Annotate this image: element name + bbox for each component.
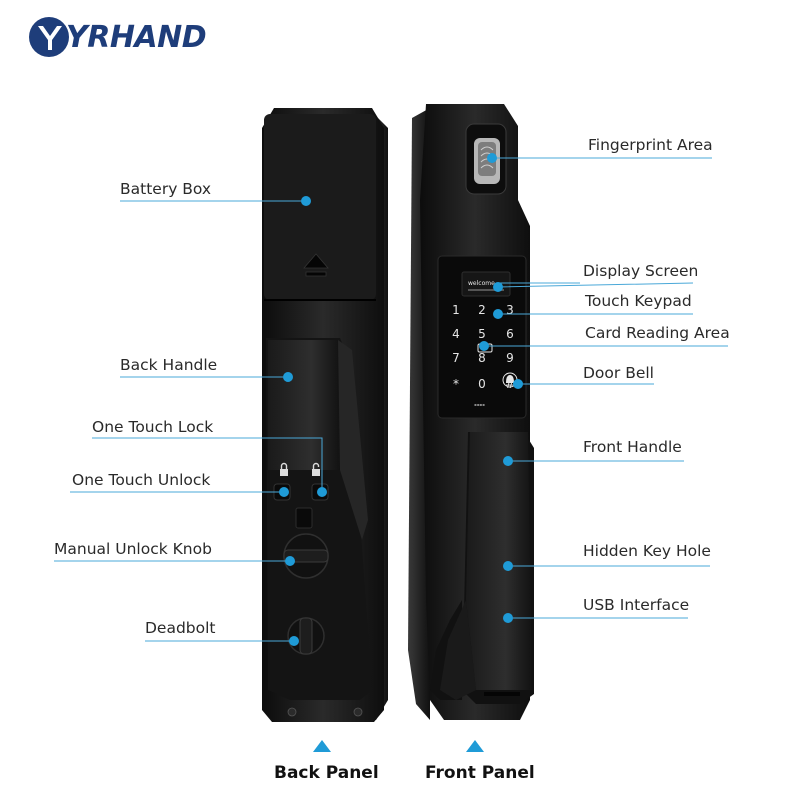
callout-hidden-key-hole: Hidden Key Hole (583, 542, 711, 560)
battery-eject-icon (303, 253, 329, 277)
fingerprint-sensor (474, 138, 500, 184)
callout-one-touch-lock: One Touch Lock (92, 418, 214, 436)
callout-dot (513, 379, 523, 389)
callout-door-bell: Door Bell (583, 364, 654, 382)
keypad-key: 9 (506, 351, 514, 365)
usb-slot (484, 692, 520, 696)
callout-dot (503, 456, 513, 466)
callout-deadbolt: Deadbolt (145, 619, 216, 637)
callout-dot (283, 372, 293, 382)
keypad-key: 4 (452, 327, 460, 341)
screw-icon (287, 707, 297, 717)
callout-battery-box: Battery Box (120, 180, 212, 198)
display-welcome-text: welcome (468, 280, 495, 287)
manual-unlock-knob (283, 533, 329, 579)
callout-usb-interface: USB Interface (583, 596, 690, 614)
back-panel-body (262, 108, 388, 722)
callout-fingerprint-area: Fingerprint Area (588, 136, 713, 154)
callout-display-screen: Display Screen (583, 262, 699, 280)
brand-logo-mark-icon (29, 17, 69, 57)
keypad-key: 5 (478, 327, 486, 341)
svg-text:▪▪▪▪: ▪▪▪▪ (474, 402, 485, 407)
keypad-key: 6 (506, 327, 514, 341)
keypad-key: * (453, 377, 459, 391)
back-panel-label: Back Panel (274, 763, 379, 783)
brand-logo: YRHAND (26, 14, 207, 60)
deadbolt-knob (287, 617, 325, 655)
screw-icon (353, 707, 363, 717)
callout-dot (503, 613, 513, 623)
callout-lines (54, 157, 728, 642)
callout-back-handle: Back Handle (120, 356, 218, 374)
keypad-key: 7 (452, 351, 460, 365)
keypad-key: 3 (506, 303, 514, 317)
keypad-key: 8 (478, 351, 486, 365)
front-handle-grip (466, 432, 532, 690)
front-panel-body: welcome 1 2 3 4 5 6 7 8 9 * 0 # ▪▪▪▪ (408, 104, 534, 720)
callout-dots (279, 153, 523, 646)
callout-dot (301, 196, 311, 206)
battery-box-cover (264, 114, 376, 300)
touch-keypad: 1 2 3 4 5 6 7 8 9 * 0 # (452, 303, 515, 391)
callout-dot (317, 487, 327, 497)
callout-dot (289, 636, 299, 646)
callout-touch-keypad: Touch Keypad (585, 292, 692, 310)
front-panel-marker-icon (466, 740, 484, 752)
brand-name: YRHAND (66, 19, 207, 55)
keypad-key: 0 (478, 377, 486, 391)
callout-dot (493, 309, 503, 319)
back-handle-grip (268, 340, 340, 470)
callout-dot (479, 341, 489, 351)
keypad-key: 1 (452, 303, 460, 317)
callout-dot (487, 153, 497, 163)
callout-manual-unlock-knob: Manual Unlock Knob (54, 540, 212, 558)
callout-dot (503, 561, 513, 571)
callout-dot (285, 556, 295, 566)
lock-icon (280, 462, 288, 476)
back-panel-marker-icon (313, 740, 331, 752)
callout-front-handle: Front Handle (583, 438, 682, 456)
unlock-icon (312, 462, 320, 476)
front-panel-label: Front Panel (425, 763, 535, 783)
callout-one-touch-unlock: One Touch Unlock (72, 471, 211, 489)
keypad-key: 2 (478, 303, 486, 317)
keypad-key: # (505, 377, 515, 391)
callout-dot (493, 282, 503, 292)
callout-dot (279, 487, 289, 497)
callout-card-reading-area: Card Reading Area (585, 324, 730, 342)
